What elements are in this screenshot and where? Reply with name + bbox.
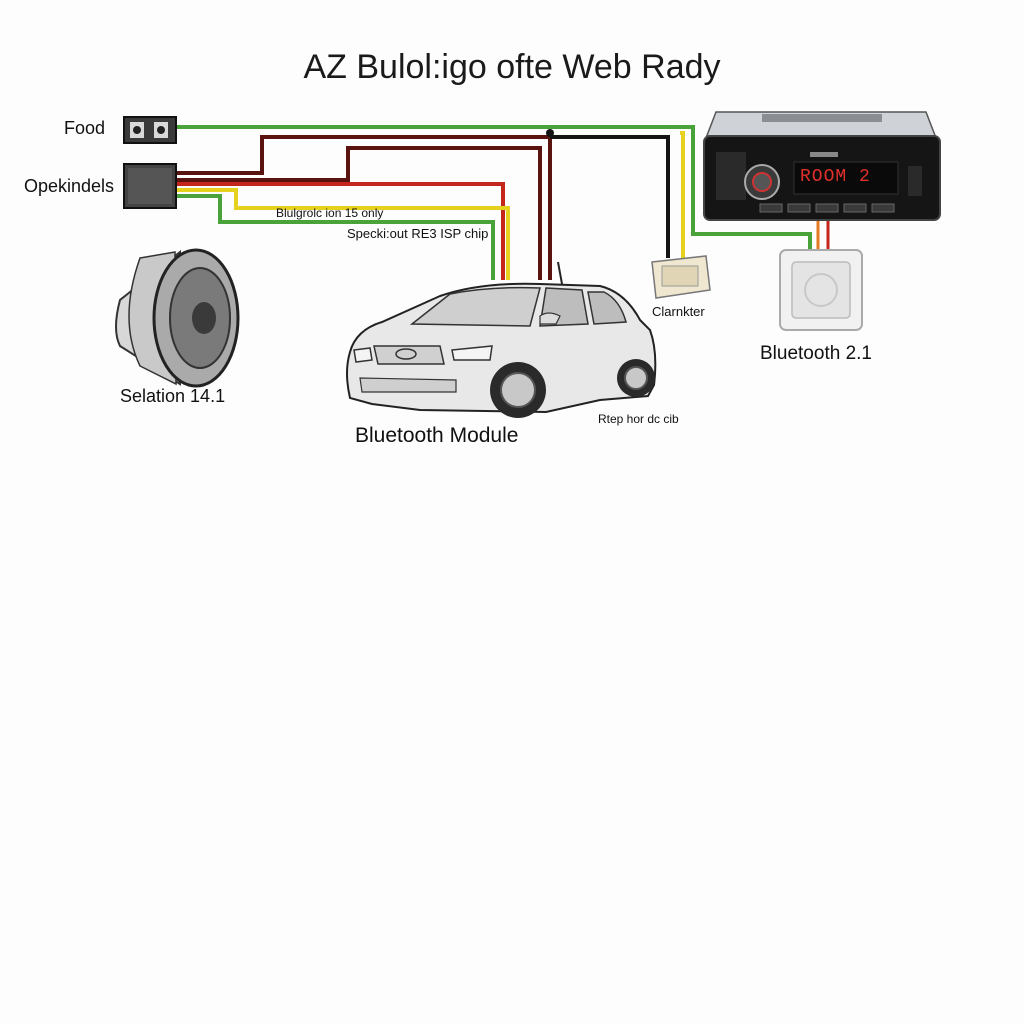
opekindels-label: Opekindels — [24, 176, 115, 196]
bluetooth-15-label: Blulgrolc ion 15 only — [276, 206, 384, 220]
green-wire-bottom — [176, 194, 495, 280]
yellow-wire — [176, 188, 510, 280]
rtep-label: Rtep hor dc cib — [598, 412, 679, 426]
diagram-title: AZ Bulol:igo ofte Web Rady — [303, 48, 721, 86]
car — [346, 261, 657, 418]
black-wire-top — [550, 135, 670, 258]
selation-label: Selation 14.1 — [120, 386, 226, 406]
speaker-chip-label: Specki:out RE3 ISP chip — [347, 226, 489, 241]
wires — [176, 125, 830, 280]
food-label: Food — [64, 118, 106, 138]
bluetooth-module-label: Bluetooth Module — [355, 424, 519, 447]
dark-red-wire — [176, 146, 542, 280]
green-wire-top — [176, 125, 812, 250]
bluetooth-2-1-label: Bluetooth 2.1 — [760, 343, 872, 364]
red-wire — [176, 182, 505, 280]
car-radio — [703, 111, 941, 221]
opekindels-connector — [123, 163, 177, 209]
bluetooth-2-1-module — [779, 249, 863, 331]
speaker — [115, 248, 240, 388]
clarnkter-label: Clarnkter — [652, 304, 705, 319]
radio-display-text: ROOM 2 — [800, 167, 871, 187]
dark-wire-top — [176, 135, 552, 280]
junction-dot — [546, 129, 554, 137]
yellow-wire-right — [680, 131, 685, 258]
food-connector — [123, 116, 177, 144]
clarnkter-module — [651, 255, 711, 299]
